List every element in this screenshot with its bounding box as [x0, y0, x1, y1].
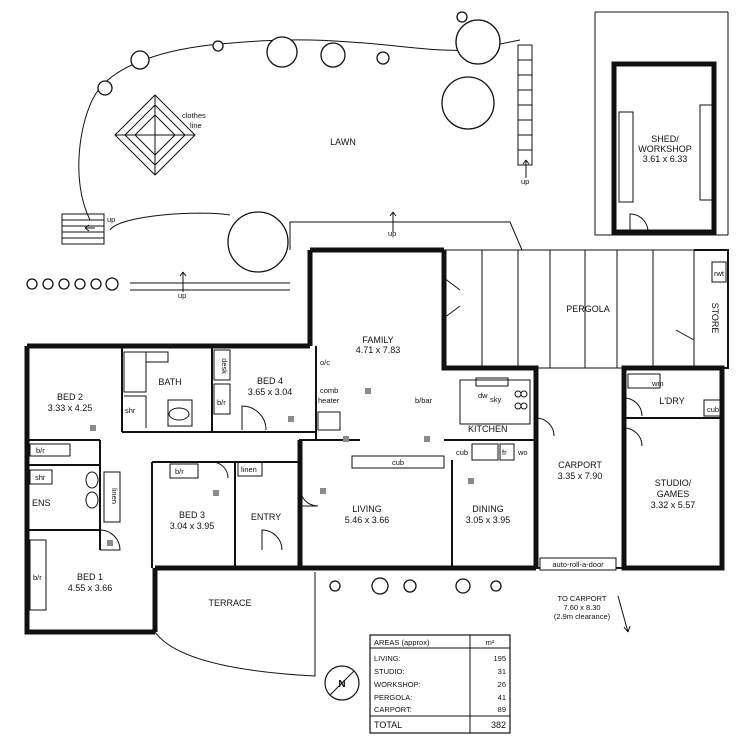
areas-row-name: CARPORT:	[374, 705, 412, 714]
store-label: STORE	[710, 303, 720, 334]
lawn-label: LAWN	[330, 137, 356, 147]
shed-label: SHED/	[651, 134, 679, 144]
games-label: GAMES	[657, 489, 690, 499]
compass-north-label: N	[338, 679, 345, 690]
shr-label: shr	[125, 406, 136, 415]
heater-label: heater	[318, 396, 340, 405]
bed1-dimensions: 4.55 x 3.66	[68, 583, 113, 593]
areas-row-value: 41	[498, 693, 506, 702]
areas-row-name: STUDIO:	[374, 667, 404, 676]
line-label: line	[190, 121, 202, 130]
studio-label: STUDIO/	[655, 478, 692, 488]
up-label: up	[388, 229, 396, 238]
areas-row-value: 26	[498, 680, 506, 689]
clothes-label: clothes	[182, 111, 206, 120]
bed4-label: BED 4	[257, 376, 283, 386]
areas-table: AREAS (approx) m² LIVING: 195 STUDIO: 31…	[369, 634, 511, 734]
oc-label: o/c	[320, 358, 330, 367]
areas-row-name: LIVING:	[374, 654, 401, 663]
bir-label: b/r	[33, 573, 42, 582]
areas-total-value: 382	[491, 720, 506, 730]
areas-unit: m²	[486, 638, 495, 647]
linen-label: linen	[110, 488, 119, 504]
kitchen-label: KITCHEN	[468, 424, 508, 434]
family-label: FAMILY	[362, 335, 393, 345]
areas-row-value: 195	[493, 654, 506, 663]
areas-total-label: TOTAL	[374, 720, 402, 730]
bbar-label: b/bar	[415, 396, 433, 405]
terrace-label: TERRACE	[208, 598, 251, 608]
auto-roll-door-label: auto-roll-a-door	[552, 560, 604, 569]
shr-label: shr	[35, 473, 46, 482]
family-dimensions: 4.71 x 7.83	[356, 345, 401, 355]
garden: LAWN clothes line up up up up	[26, 11, 533, 595]
to-carport-clearance: (2.9m clearance)	[554, 612, 611, 621]
linen-label: linen	[241, 465, 257, 474]
bed3-label: BED 3	[179, 510, 205, 520]
to-carport-label: TO CARPORT	[558, 594, 607, 603]
bed3-dimensions: 3.04 x 3.95	[170, 521, 215, 531]
workshop-label: WORKSHOP	[638, 144, 692, 154]
clothes-line	[114, 94, 196, 176]
wo-label: wo	[517, 448, 528, 457]
bed2-dimensions: 3.33 x 4.25	[48, 403, 93, 413]
areas-row-value: 89	[498, 705, 506, 714]
bir-label: b/r	[217, 398, 226, 407]
living-label: LIVING	[352, 504, 382, 514]
living-dimensions: 5.46 x 3.66	[345, 515, 390, 525]
areas-row-value: 31	[498, 667, 506, 676]
carport-dimensions: 3.35 x 7.90	[558, 471, 603, 481]
shrubs	[26, 11, 502, 595]
carport-label: CARPORT	[558, 460, 602, 470]
lawn-steps	[517, 44, 533, 166]
bir-label: b/r	[175, 467, 184, 476]
up-label: up	[107, 215, 115, 224]
family-kitchen: FAMILY 4.71 x 7.83 o/c comb heater b/bar…	[317, 277, 555, 469]
areas-row-name: PERGOLA:	[374, 693, 412, 702]
studio-dimensions: 3.32 x 5.57	[651, 500, 696, 510]
laundry-label: L'DRY	[659, 396, 685, 406]
pergola: PERGOLA	[444, 249, 695, 369]
bath-label: BATH	[158, 377, 181, 387]
comb-label: comb	[320, 386, 338, 395]
cub-label: cub	[456, 448, 468, 457]
areas-row-name: WORKSHOP:	[374, 680, 421, 689]
dw-label: dw	[478, 391, 488, 400]
store: rwt STORE	[675, 249, 729, 369]
desk-label: desk	[220, 358, 229, 374]
garden-steps	[61, 213, 105, 245]
pergola-label: PERGOLA	[566, 304, 610, 314]
bed2-label: BED 2	[57, 392, 83, 402]
shed-dimensions: 3.61 x 6.33	[643, 154, 688, 164]
sky-label: sky	[490, 395, 502, 404]
rwt-label: rwt	[714, 269, 725, 278]
shed-workshop: SHED/ WORKSHOP 3.61 x 6.33	[594, 11, 729, 236]
ens-label: ENS	[32, 498, 51, 508]
laundry: wm L'DRY cub	[623, 373, 723, 447]
up-label: up	[178, 291, 186, 300]
terrace: TERRACE	[154, 572, 316, 677]
up-label: up	[521, 177, 529, 186]
bedroom-wing: BATH shr desk b/r BED 2 3.33 x 4.25 b/r …	[29, 349, 319, 611]
bed4-dimensions: 3.65 x 3.04	[248, 387, 293, 397]
cub-label: cub	[707, 405, 719, 414]
fr-label: fr	[502, 448, 507, 457]
house-walls	[24, 247, 725, 635]
bir-label: b/r	[36, 446, 45, 455]
to-carport-dimensions: 7.60 x 8.30	[563, 603, 600, 612]
wm-label: wm	[651, 379, 664, 388]
areas-title: AREAS (approx)	[374, 638, 430, 647]
up-arrows	[84, 159, 530, 292]
bed1-label: BED 1	[77, 572, 103, 582]
dining-label: DINING	[472, 504, 504, 514]
cub-label: cub	[392, 458, 404, 467]
entry-label: ENTRY	[251, 512, 281, 522]
carport-studio: CARPORT 3.35 x 7.90 STUDIO/ GAMES 3.32 x…	[539, 460, 696, 633]
living-dining: LIVING 5.46 x 3.66 DINING 3.05 x 3.95	[320, 478, 510, 525]
dining-dimensions: 3.05 x 3.95	[466, 515, 511, 525]
compass: N	[324, 665, 360, 701]
